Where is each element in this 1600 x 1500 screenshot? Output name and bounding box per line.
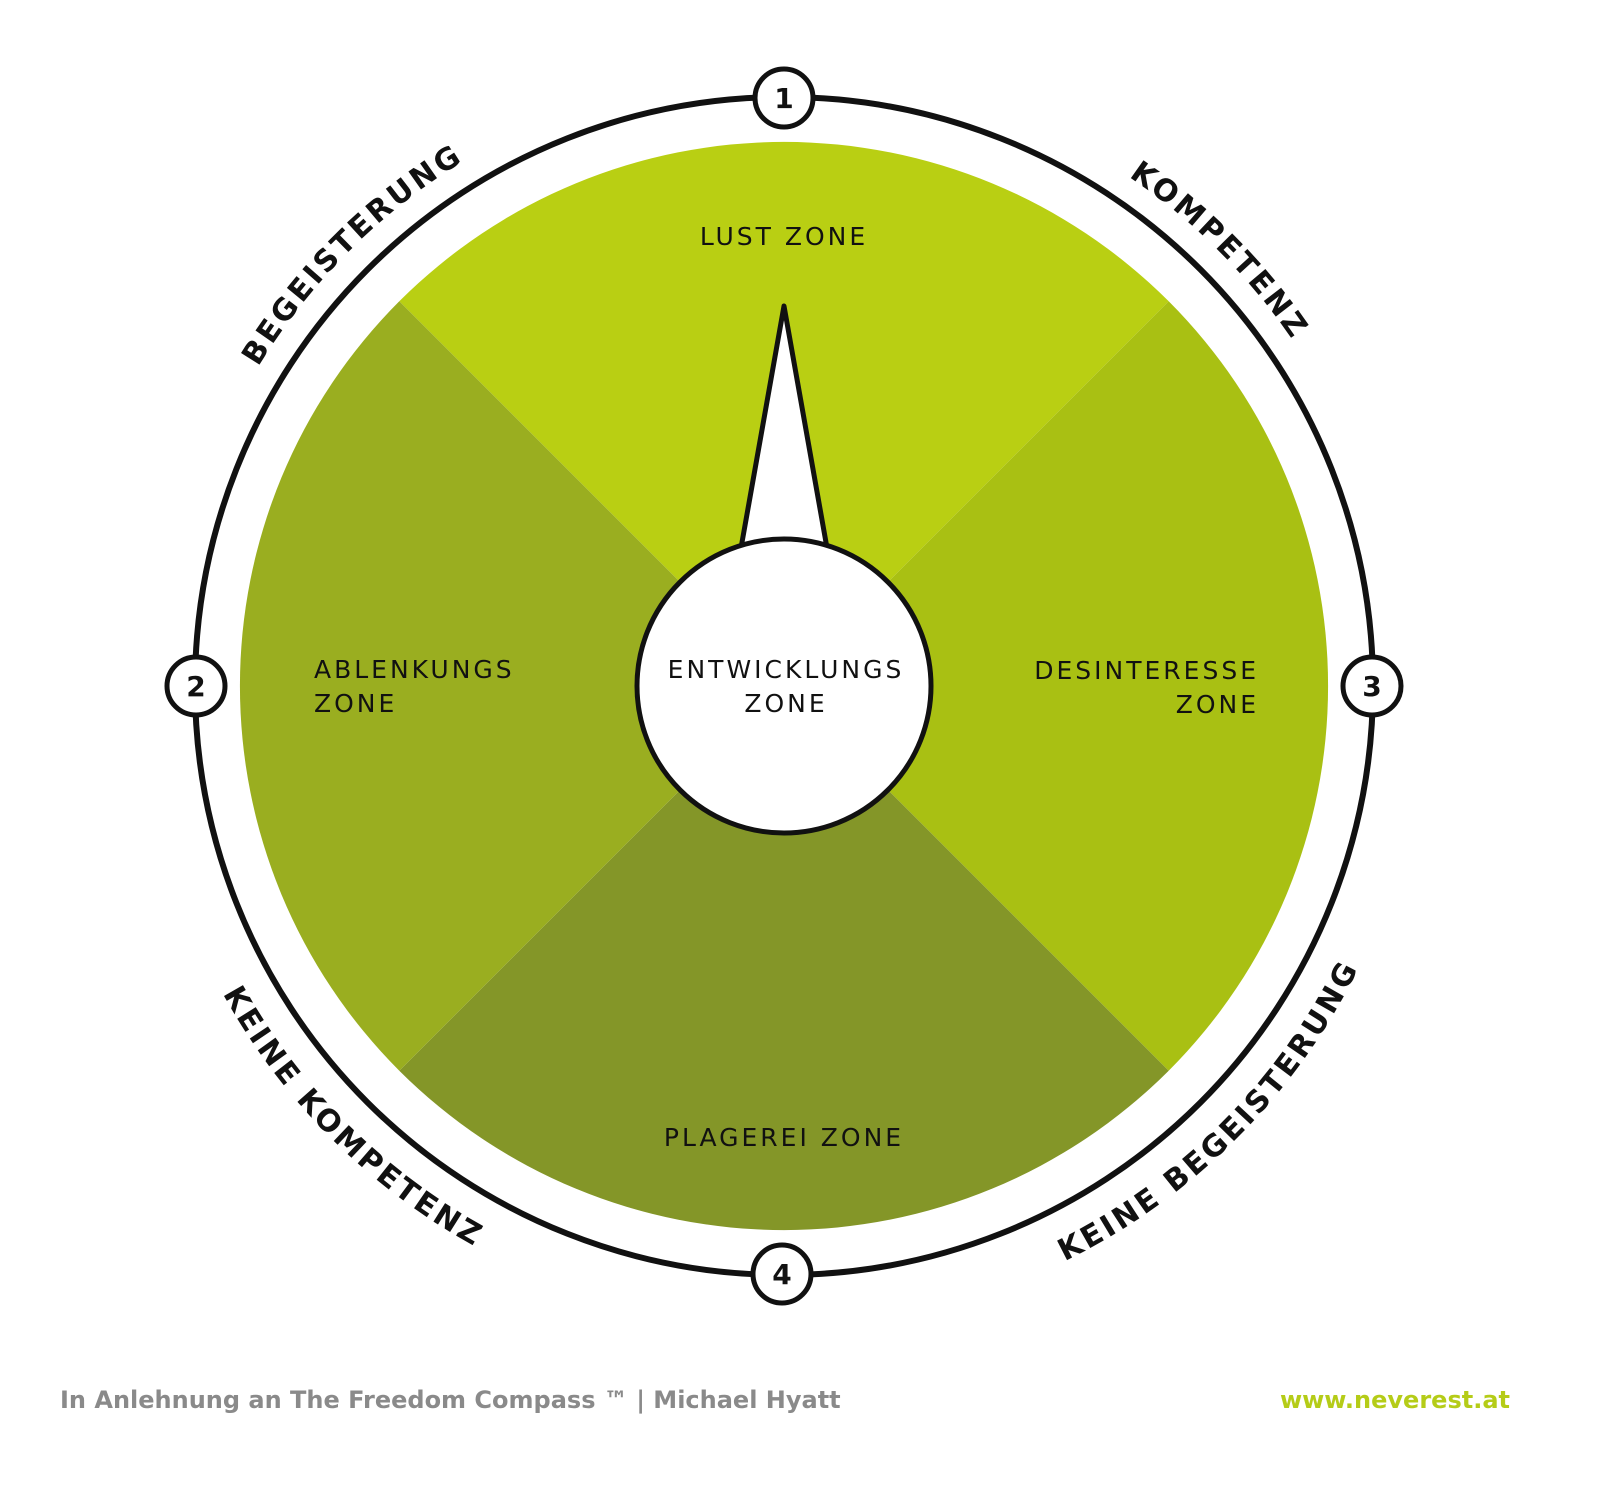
svg-text:2: 2 (186, 670, 205, 703)
zone-right-wedge (784, 301, 1329, 1071)
lust-zone-label: LUST ZONE (700, 222, 868, 251)
marker-3: 3 (1340, 654, 1404, 718)
svg-text:4: 4 (772, 1258, 791, 1291)
svg-text:3: 3 (1362, 670, 1381, 703)
footer-credit: In Anlehnung an The Freedom Compass ™ | … (60, 1386, 841, 1414)
zone-left-wedge (239, 301, 784, 1071)
footer-website-link[interactable]: www.neverest.at (1279, 1386, 1510, 1414)
desinteresse-zone-label-line2: ZONE (1176, 690, 1259, 719)
center-circle (634, 536, 934, 836)
zone-bottom-wedge (399, 686, 1169, 1231)
plagerei-zone-label: PLAGEREI ZONE (664, 1123, 904, 1152)
desinteresse-zone-label-line1: DESINTERESSE (1034, 656, 1259, 685)
ablenkungs-zone-label-line1: ABLENKUNGS (314, 655, 515, 684)
marker-2: 2 (164, 654, 228, 718)
entwicklungs-zone-label-line1: ENTWICKLUNGS (668, 655, 905, 684)
svg-text:1: 1 (774, 82, 793, 115)
marker-1: 1 (752, 66, 816, 130)
entwicklungs-zone-label-line2: ZONE (744, 689, 827, 718)
ablenkungs-zone-label-line2: ZONE (314, 689, 397, 718)
marker-4: 4 (750, 1242, 814, 1306)
